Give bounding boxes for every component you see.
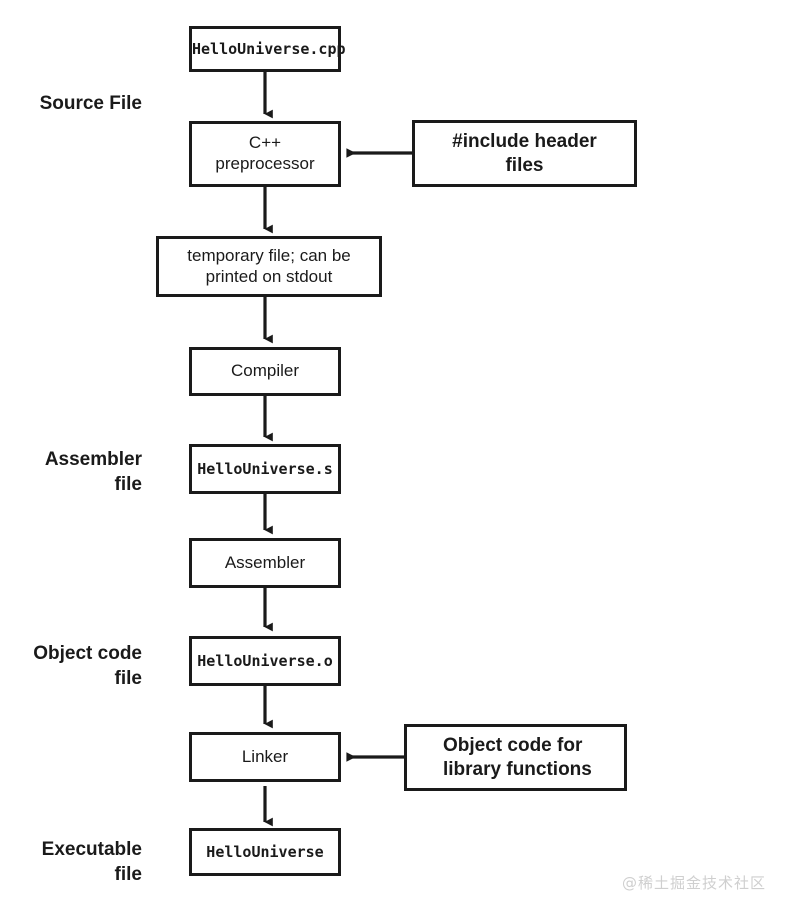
node-assembler[interactable]: Assembler: [189, 538, 341, 588]
node-compiler[interactable]: Compiler: [189, 347, 341, 396]
node-label: C++ preprocessor: [215, 133, 315, 173]
node-label: Object code for library functions: [443, 735, 592, 780]
node-label: HelloUniverse.s: [197, 459, 333, 478]
node-include-header-files[interactable]: #include header files: [412, 120, 637, 187]
node-label: HelloUniverse.o: [197, 651, 333, 670]
node-hellouniverse-cpp[interactable]: HelloUniverse.cpp: [189, 26, 346, 72]
node-temporary-file[interactable]: temporary file; can be printed on stdout: [156, 236, 382, 297]
node-label: HelloUniverse.cpp: [192, 39, 346, 58]
node-object-code-library[interactable]: Object code for library functions: [404, 724, 627, 791]
node-linker[interactable]: Linker: [189, 732, 341, 782]
node-hellouniverse-s[interactable]: HelloUniverse.s: [189, 444, 341, 494]
node-hellouniverse-o[interactable]: HelloUniverse.o: [189, 636, 341, 686]
stage-label-assembler-file: Assembler file: [44, 449, 142, 495]
node-cpp-preprocessor[interactable]: C++ preprocessor: [189, 121, 341, 187]
node-label: #include header files: [452, 131, 597, 176]
node-label: Compiler: [230, 361, 300, 381]
node-label: Linker: [241, 746, 289, 766]
stage-label-executable-file: Executable file: [41, 839, 142, 885]
node-hellouniverse-executable[interactable]: HelloUniverse: [189, 828, 341, 876]
node-label: Assembler: [224, 552, 306, 572]
stage-label-object-code-file: Object code file: [33, 643, 142, 689]
node-label: HelloUniverse: [206, 842, 324, 861]
watermark-text: @稀土掘金技术社区: [622, 874, 767, 892]
stage-label-source-file: Source File: [39, 93, 142, 114]
node-label: temporary file; can be printed on stdout: [187, 245, 351, 286]
